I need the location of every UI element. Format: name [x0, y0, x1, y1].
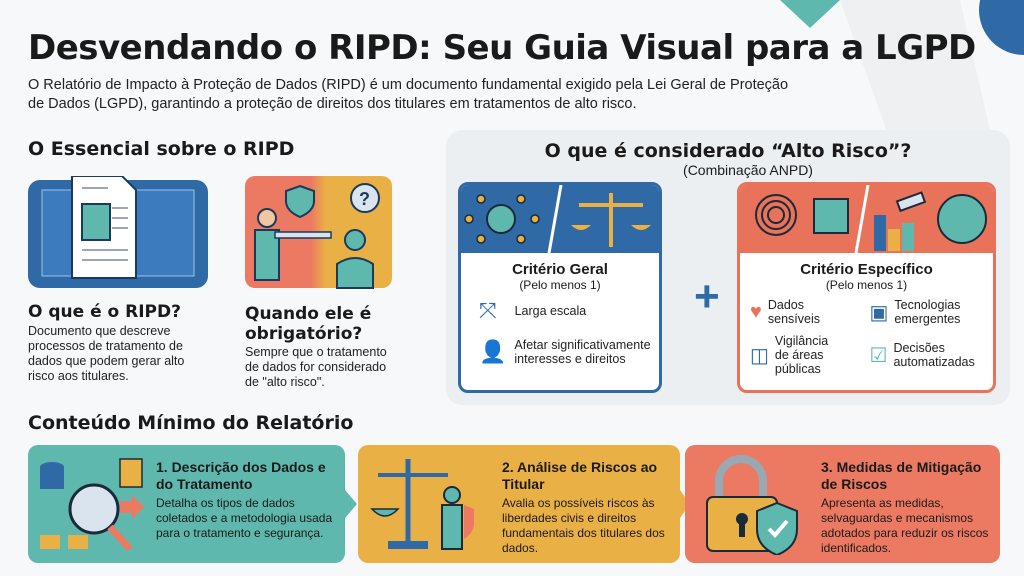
high-risk-subheading: (Combinação ANPD): [683, 162, 813, 178]
step-2-text: Avalia os possíveis riscos às liberdades…: [502, 496, 665, 555]
specific-item-automated-decisions: Decisões automatizadas: [893, 341, 975, 369]
step-card-2: 2. Análise de Riscos ao Titular Avalia o…: [358, 445, 680, 563]
decorative-shapes: [780, 0, 1024, 140]
data-search-icon: [40, 458, 144, 552]
blueprint-document-illustration: [28, 176, 208, 288]
when-text: Sempre que o tratamento de dados for con…: [245, 345, 387, 389]
person-shield-icon: 👤: [479, 339, 507, 364]
step-card-3: 3. Medidas de Mitigação de Riscos Aprese…: [685, 445, 1000, 563]
content-heading: Conteúdo Mínimo do Relatório: [28, 412, 354, 434]
general-item-large-scale: Larga escala: [514, 304, 587, 318]
specific-item-surveillance: Vigilância de áreas públicas: [774, 334, 829, 376]
specific-item-emerging-tech: Tecnologias emergentes: [894, 298, 961, 326]
step-1-text: Detalha os tipos de dados coletados e a …: [156, 496, 333, 540]
when-title: Quando ele é obrigatório?: [245, 304, 372, 344]
general-item-affect-rights: Afetar significativamente interesses e d…: [514, 338, 651, 366]
network-scale-icons: [461, 185, 659, 253]
specific-item-sensitive-data: Dados sensíveis: [767, 298, 820, 326]
chip-brain-icon: ▣: [869, 301, 889, 324]
large-scale-icon: ⤧: [479, 298, 497, 323]
essential-heading: O Essencial sobre o RIPD: [28, 138, 295, 160]
step-2-title: 2. Análise de Riscos ao Titular: [502, 459, 658, 492]
step-card-1: 1. Descrição dos Dados e do Tratamento D…: [28, 445, 345, 563]
biometric-tech-icons: [740, 185, 993, 253]
scale-person-icon: [370, 459, 474, 550]
step-1-title: 1. Descrição dos Dados e do Tratamento: [156, 459, 326, 492]
robot-hand-checkbox-icon: ☑: [869, 344, 888, 367]
svg-text:?: ?: [359, 189, 370, 209]
what-is-title: O que é o RIPD?: [28, 302, 181, 322]
high-risk-heading: O que é considerado “Alto Risco”?: [544, 140, 912, 162]
general-criteria-card: Critério Geral (Pelo menos 1) ⤧ Larga es…: [458, 182, 662, 393]
surveillance-camera-icon: ◫: [750, 344, 769, 367]
what-is-text: Documento que descreve processos de trat…: [28, 324, 185, 383]
specific-criteria-card: Critério Específico (Pelo menos 1) ♥Dado…: [737, 182, 996, 393]
chevron-right-icon: [345, 490, 357, 518]
general-criteria-note: (Pelo menos 1): [519, 278, 601, 292]
plus-icon: +: [694, 272, 720, 321]
specific-criteria-title: Critério Específico: [800, 261, 933, 278]
fingerprint-heart-icon: ♥: [750, 300, 762, 323]
general-criteria-title: Critério Geral: [512, 261, 608, 278]
step-3-title: 3. Medidas de Mitigação de Riscos: [821, 459, 982, 492]
page-title: Desvendando o RIPD: Seu Guia Visual para…: [28, 28, 976, 68]
step-3-text: Apresenta as medidas, selvaguardas e mec…: [821, 496, 989, 555]
gatekeeper-illustration: ?: [245, 176, 392, 289]
page-subtitle: O Relatório de Impacto à Proteção de Dad…: [28, 77, 789, 112]
padlock-shield-icon: [706, 455, 798, 555]
specific-criteria-note: (Pelo menos 1): [825, 278, 908, 292]
